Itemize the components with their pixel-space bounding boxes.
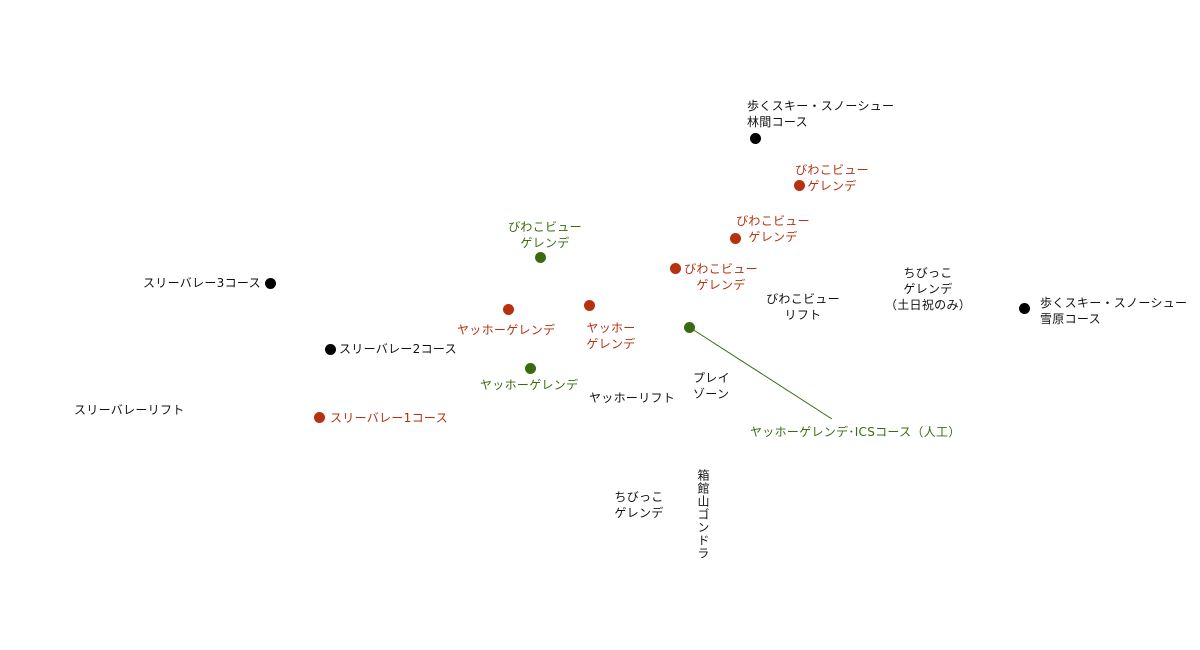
walking-forest-label: 歩くスキー・スノーシュー 林間コース	[747, 99, 895, 129]
ics-leader-line	[688, 326, 833, 420]
sleeping-valley-3-marker[interactable]	[264, 277, 276, 289]
chibikko-weekend-label: ちびっこ ゲレンデ （土日祝のみ）	[884, 266, 972, 312]
yahho-lift-label: ヤッホーリフト	[589, 391, 676, 405]
sleeping-valley-2-marker[interactable]	[324, 343, 336, 355]
sleeping-valley-1-label: スリーバレー1コース	[330, 411, 448, 425]
biwako-red-1-marker[interactable]	[793, 179, 805, 191]
yahho-red-left-label: ヤッホーゲレンデ	[457, 323, 556, 337]
play-zone-label: プレイ ゾーン	[693, 371, 730, 401]
yahho-green-marker[interactable]	[524, 362, 536, 374]
sleeping-valley-lift-label: スリーバレーリフト	[74, 403, 185, 417]
walking-snowfield-label: 歩くスキー・スノーシュー 雪原コース	[1040, 296, 1188, 326]
walking-forest-marker[interactable]	[749, 132, 761, 144]
biwako-green-marker[interactable]	[534, 251, 546, 263]
walking-snowfield-marker[interactable]	[1018, 302, 1030, 314]
biwako-red-3-marker[interactable]	[669, 262, 681, 274]
biwako-green-label: びわこビュー ゲレンデ	[508, 220, 582, 250]
yahho-green-label: ヤッホーゲレンデ	[480, 378, 579, 392]
chibikko-label: ちびっこ ゲレンデ	[614, 490, 664, 520]
biwako-red-3-label: びわこビュー ゲレンデ	[684, 262, 758, 292]
sleeping-valley-1-marker[interactable]	[313, 411, 325, 423]
gondola-label: 箱館山ゴンドラ	[696, 469, 710, 560]
yahho-red-right-marker[interactable]	[583, 299, 595, 311]
sleeping-valley-2-label: スリーバレー2コース	[339, 342, 457, 356]
biwako-red-2-marker[interactable]	[729, 232, 741, 244]
yahho-ics-marker[interactable]	[683, 321, 695, 333]
biwako-red-2-label: びわこビュー ゲレンデ	[736, 214, 810, 244]
yahho-red-right-label: ヤッホー ゲレンデ	[586, 321, 636, 351]
yahho-ics-label: ヤッホーゲレンデ･ICSコース（人工）	[750, 425, 961, 439]
sleeping-valley-3-label: スリーバレー3コース	[143, 276, 261, 290]
yahho-red-left-marker[interactable]	[502, 303, 514, 315]
biwako-red-1-label: びわこビュー ゲレンデ	[795, 163, 869, 193]
biwako-lift-label: びわこビュー リフト	[766, 292, 840, 322]
